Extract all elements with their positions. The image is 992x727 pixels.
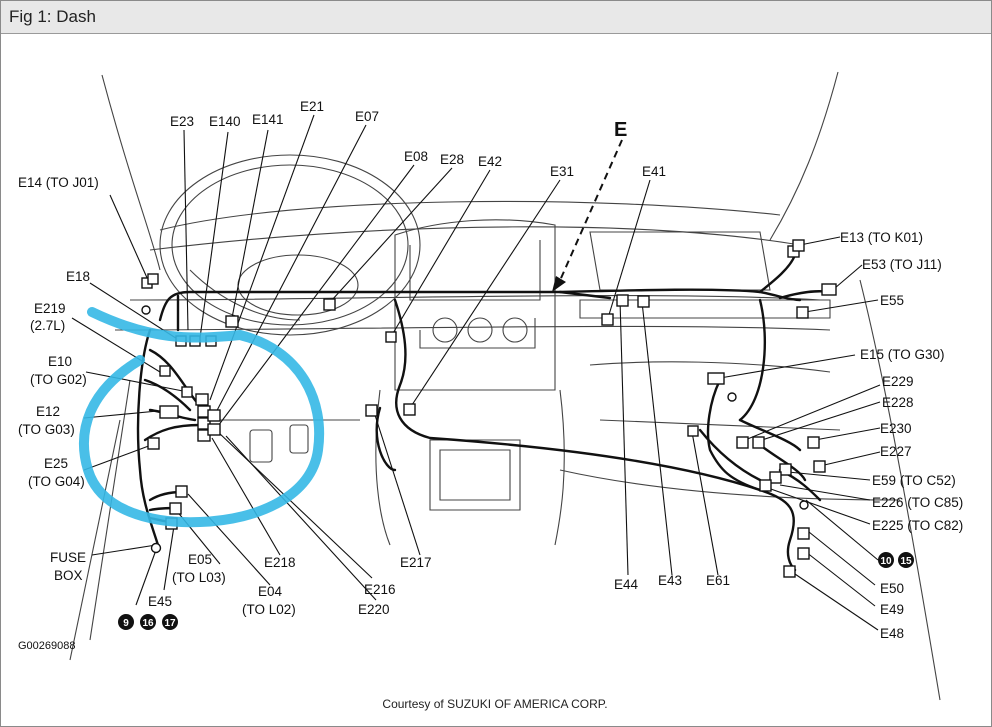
label-e07: E07 bbox=[355, 109, 379, 124]
label-e220: E220 bbox=[358, 602, 390, 617]
label-e49: E49 bbox=[880, 602, 904, 617]
ground-badge-17: 17 bbox=[164, 618, 176, 629]
ground-badges-right: 10 15 bbox=[878, 552, 914, 568]
label-e141: E141 bbox=[252, 112, 284, 127]
label-e229: E229 bbox=[882, 374, 914, 389]
ground-points bbox=[141, 305, 809, 554]
label-e55: E55 bbox=[880, 293, 904, 308]
label-e225: E225 (TO C82) bbox=[872, 518, 963, 533]
label-e25: E25 bbox=[44, 456, 68, 471]
label-e43: E43 bbox=[658, 573, 682, 588]
label-e59: E59 (TO C52) bbox=[872, 473, 956, 488]
label-e218: E218 bbox=[264, 555, 296, 570]
label-e216: E216 bbox=[364, 582, 396, 597]
label-e12: E12 bbox=[36, 404, 60, 419]
label-e05-note: (TO L03) bbox=[172, 570, 226, 585]
label-e21: E21 bbox=[300, 99, 324, 114]
ground-badges-left: 9 16 17 bbox=[118, 614, 178, 630]
label-e23: E23 bbox=[170, 114, 194, 129]
label-e13: E13 (TO K01) bbox=[840, 230, 923, 245]
label-e228: E228 bbox=[882, 395, 914, 410]
label-e04-note: (TO L02) bbox=[242, 602, 296, 617]
label-e42: E42 bbox=[478, 154, 502, 169]
label-e15: E15 (TO G30) bbox=[860, 347, 945, 362]
figure-title: Fig 1: Dash bbox=[9, 7, 96, 26]
label-e44: E44 bbox=[614, 577, 639, 592]
label-e28: E28 bbox=[440, 152, 464, 167]
label-e226: E226 (TO C85) bbox=[872, 495, 963, 510]
label-e53: E53 (TO J11) bbox=[862, 257, 942, 272]
highlight-annotation bbox=[79, 307, 325, 528]
label-e227: E227 bbox=[880, 444, 912, 459]
label-fuse: FUSE bbox=[50, 550, 86, 565]
label-e61: E61 bbox=[706, 573, 730, 588]
image-code: G00269088 bbox=[18, 640, 76, 652]
title-bar: Fig 1: Dash bbox=[1, 1, 991, 34]
ground-badge-16: 16 bbox=[142, 618, 154, 629]
label-e230: E230 bbox=[880, 421, 912, 436]
main-harness bbox=[136, 253, 832, 572]
label-e10-note: (TO G02) bbox=[30, 372, 87, 387]
label-e12-note: (TO G03) bbox=[18, 422, 75, 437]
label-e41: E41 bbox=[642, 164, 666, 179]
ground-badge-10: 10 bbox=[880, 556, 892, 567]
label-e48: E48 bbox=[880, 626, 904, 641]
courtesy-caption: Courtesy of SUZUKI OF AMERICA CORP. bbox=[382, 697, 608, 711]
leader-lines bbox=[71, 114, 881, 631]
label-e140: E140 bbox=[209, 114, 241, 129]
section-arrow bbox=[552, 139, 623, 292]
ground-badge-9: 9 bbox=[123, 618, 129, 629]
label-e219-note: (2.7L) bbox=[30, 318, 65, 333]
label-fuse-box: BOX bbox=[54, 568, 83, 583]
label-e25-note: (TO G04) bbox=[28, 474, 85, 489]
label-e04: E04 bbox=[258, 584, 283, 599]
ground-badge-15: 15 bbox=[900, 556, 912, 567]
label-e08: E08 bbox=[404, 149, 428, 164]
dashboard-outline bbox=[69, 71, 941, 701]
label-e14: E14 (TO J01) bbox=[18, 175, 99, 190]
section-letter: E bbox=[614, 119, 627, 141]
label-e05: E05 bbox=[188, 552, 212, 567]
label-e31: E31 bbox=[550, 164, 574, 179]
label-e18: E18 bbox=[66, 269, 90, 284]
connector-labels: E E14 (TO J01) E23 E140 E141 E21 E07 E08… bbox=[18, 99, 963, 652]
label-e217: E217 bbox=[400, 555, 432, 570]
label-e45: E45 bbox=[148, 594, 172, 609]
label-e219: E219 bbox=[34, 301, 66, 316]
label-e50: E50 bbox=[880, 581, 904, 596]
label-e10: E10 bbox=[48, 354, 72, 369]
